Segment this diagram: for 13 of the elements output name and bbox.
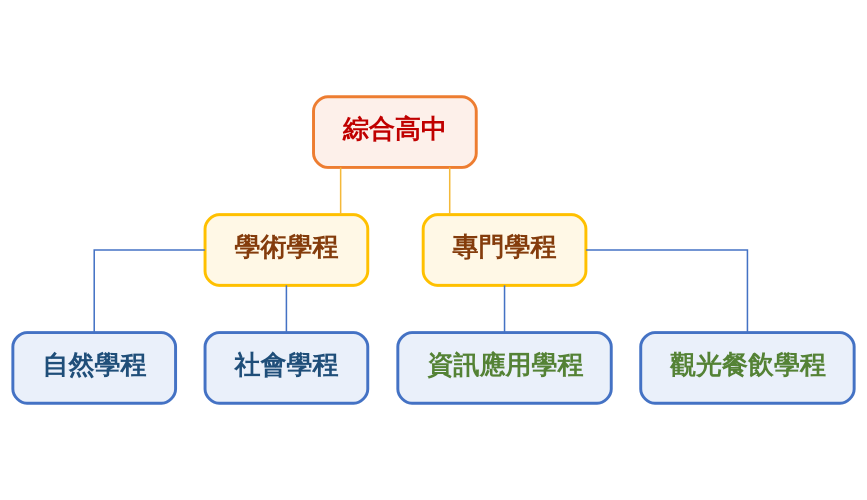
node-box: 觀光餐飲學程 — [639, 331, 856, 405]
connector — [93, 249, 205, 333]
connector — [586, 249, 748, 333]
node-box: 專門學程 — [422, 213, 588, 287]
node-box: 社會學程 — [204, 331, 370, 405]
node-box: 資訊應用學程 — [396, 331, 613, 405]
connector — [286, 285, 288, 332]
node-box: 學術學程 — [204, 213, 370, 287]
node-box: 自然學程 — [11, 331, 178, 405]
connector — [340, 167, 342, 214]
node-box: 綜合高中 — [312, 95, 478, 169]
connector — [504, 285, 506, 332]
connector — [448, 167, 450, 214]
